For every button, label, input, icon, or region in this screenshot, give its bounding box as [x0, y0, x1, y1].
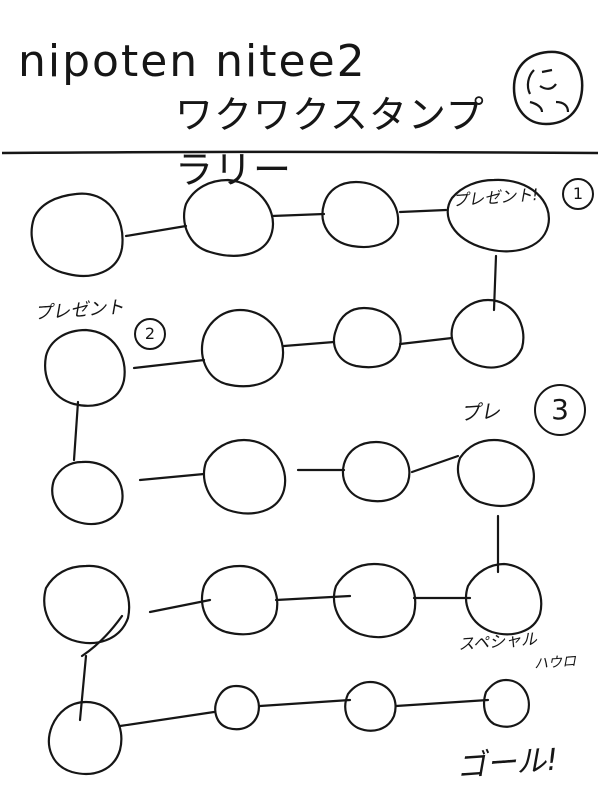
- stamp-circle: [456, 438, 535, 508]
- goal-label: ゴール!: [455, 742, 560, 785]
- header-divider: [1, 150, 599, 155]
- connector: [72, 400, 80, 462]
- stamp-circle: [214, 684, 260, 731]
- stamp-circle: [450, 298, 525, 369]
- connector: [410, 454, 460, 474]
- stamp-circle: [483, 678, 530, 728]
- connector: [148, 598, 212, 614]
- connector: [282, 340, 336, 348]
- stamp-board: [30, 178, 551, 776]
- stamp-circle: [30, 192, 124, 278]
- face-icon: [512, 50, 584, 126]
- special-sub-label: ハウロ: [533, 653, 577, 673]
- connector: [270, 212, 326, 218]
- connector: [398, 208, 448, 214]
- stamp-circle: [446, 178, 551, 253]
- logo: [508, 46, 588, 130]
- present-3-label: プレ: [459, 398, 501, 426]
- connector: [394, 698, 490, 708]
- stamp-circle: [200, 308, 285, 388]
- connector: [398, 336, 454, 346]
- stamp-circle: [341, 440, 411, 503]
- present-1-number: 1: [562, 178, 594, 210]
- stamp-circle: [182, 178, 275, 257]
- connector: [138, 472, 206, 482]
- connector: [124, 224, 188, 238]
- stamp-circle: [332, 562, 417, 639]
- stamp-circle: [344, 680, 397, 732]
- page-title-line-1: nipoten nitee2: [18, 36, 367, 87]
- present-2-number: 2: [134, 318, 166, 350]
- connector: [132, 358, 206, 370]
- page-title-line-2: ワクワクスタンプラリー: [175, 93, 485, 192]
- stamp-circle: [44, 328, 126, 407]
- connector: [492, 254, 498, 312]
- stamp-circle: [43, 564, 131, 645]
- connector: [274, 594, 352, 602]
- stamp-circle: [202, 438, 287, 515]
- present-3-number: 3: [534, 384, 586, 436]
- stamp-circle: [332, 306, 402, 369]
- connector: [118, 710, 216, 728]
- stamp-circle: [47, 700, 123, 776]
- stamp-circle: [200, 564, 279, 636]
- connector: [78, 654, 88, 722]
- connector: [258, 698, 352, 708]
- stamp-circle: [51, 460, 124, 526]
- connector: [80, 614, 124, 658]
- stamp-circle: [321, 180, 400, 249]
- stamp-circle: [465, 562, 543, 636]
